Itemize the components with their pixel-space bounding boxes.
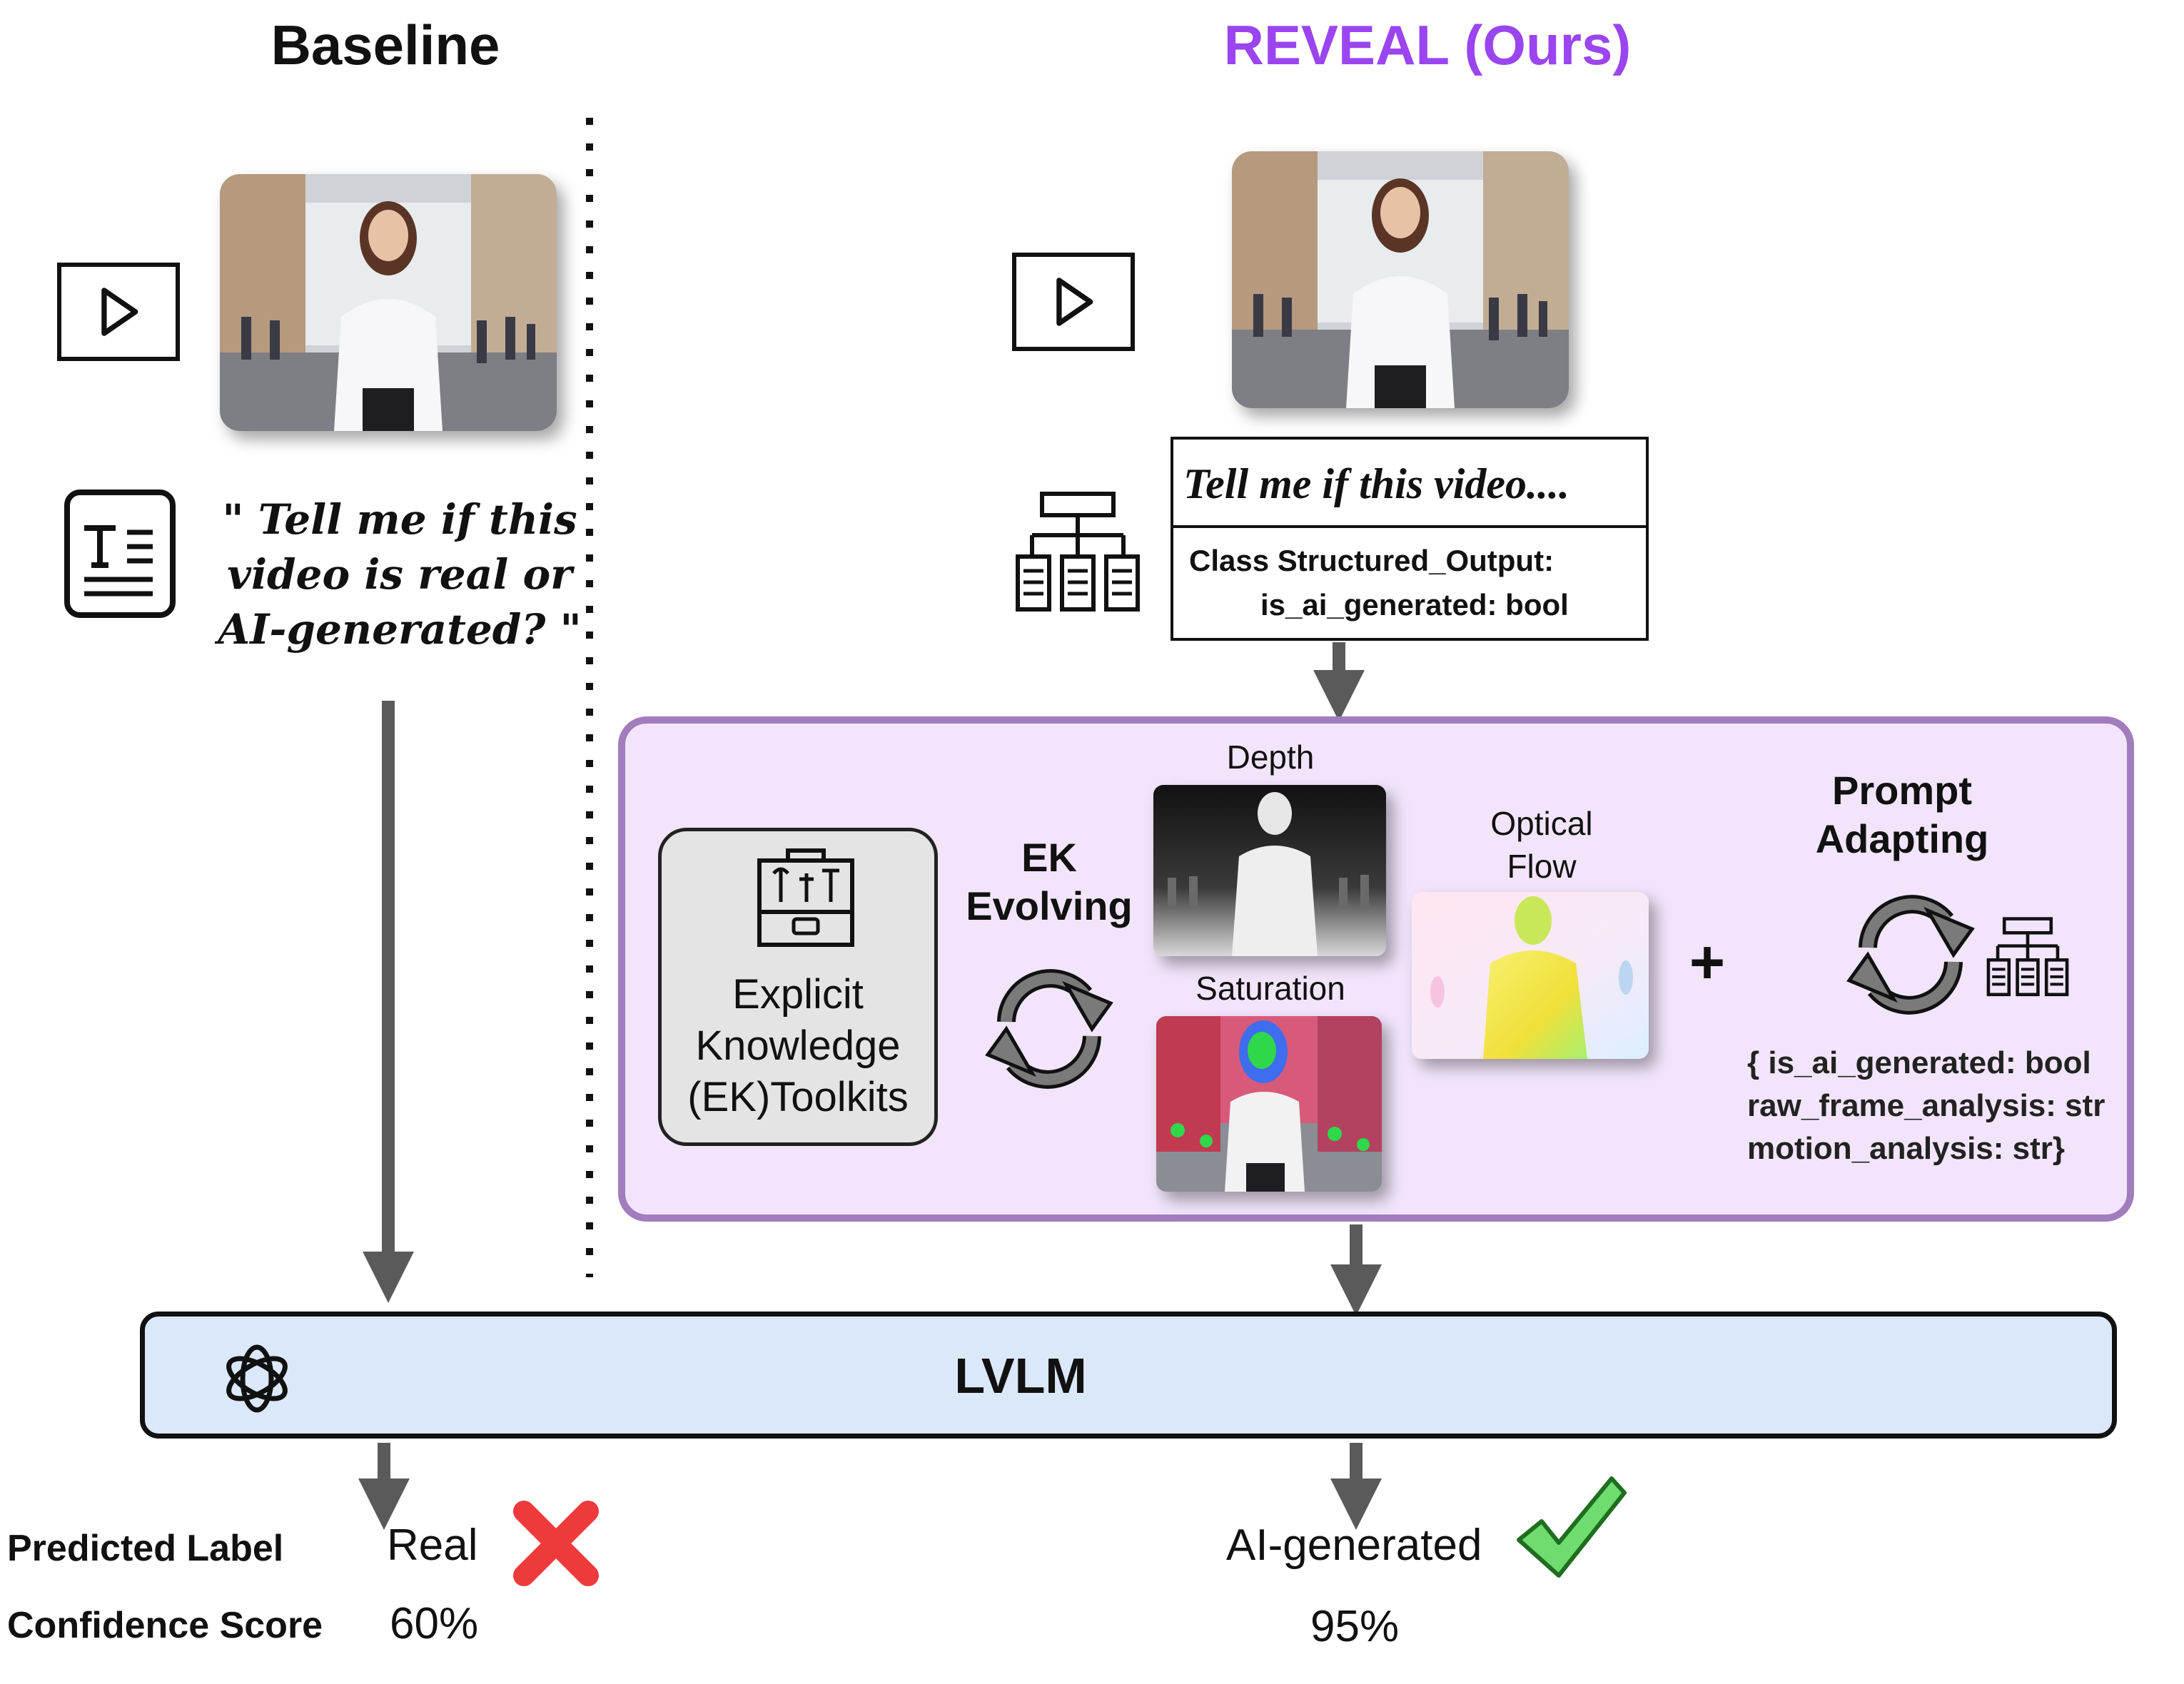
ek-evolving-line: Evolving <box>966 883 1133 928</box>
cross-icon <box>513 1501 599 1586</box>
ek-toolkit-label-line: Knowledge <box>695 1023 901 1069</box>
evolving-cycle-icon <box>985 969 1113 1089</box>
lvlm-label: LVLM <box>954 1348 1087 1404</box>
optical-flow-image <box>1412 892 1649 1059</box>
structured-prompt-title: Tell me if this video.... <box>1173 440 1646 528</box>
optical-flow-label: Optical Flow <box>1442 802 1642 888</box>
saturation-label: Saturation <box>1195 970 1345 1007</box>
structured-prompt-field-line: is_ai_generated: bool <box>1260 588 1569 622</box>
openai-logo-icon <box>226 1344 288 1413</box>
text-document-icon <box>64 490 176 618</box>
depth-label: Depth <box>1226 739 1315 776</box>
checkmark-icon <box>1517 1476 1627 1578</box>
baseline-prompt-text: " Tell me if this video is real or AI-ge… <box>214 492 585 657</box>
toolbox-icon <box>757 848 854 947</box>
adapting-cycle-icon <box>1846 895 1975 1015</box>
ek-evolving-line: EK <box>1021 835 1077 880</box>
ek-toolkit-label: Explicit Knowledge (EK)Toolkits <box>658 969 938 1123</box>
depth-map-image <box>1153 785 1386 956</box>
video-play-icon <box>1012 253 1135 351</box>
ek-toolkit-label-line: (EK)Toolkits <box>687 1074 909 1120</box>
reveal-confidence: 95% <box>1310 1602 1400 1651</box>
baseline-prompt-line: AI-generated? " <box>218 605 582 654</box>
output-schema-text: { is_ai_generated: bool raw_frame_analys… <box>1747 1042 2105 1170</box>
lvlm-bar <box>140 1312 2117 1439</box>
reveal-predicted-label: AI-generated <box>1226 1521 1482 1570</box>
output-schema-line: motion_analysis: str} <box>1747 1131 2066 1166</box>
baseline-title: Baseline <box>271 14 500 76</box>
predicted-label-title: Predicted Label <box>7 1528 284 1569</box>
reveal-title: REVEAL (Ours) <box>1223 14 1632 76</box>
ek-toolkit-label-line: Explicit <box>732 971 864 1018</box>
video-play-icon <box>57 263 180 361</box>
structured-output-icon <box>1986 917 2069 997</box>
baseline-prompt-line: video is real or <box>227 550 572 599</box>
video-thumbnail <box>1232 151 1569 408</box>
optical-flow-line: Optical <box>1490 805 1593 842</box>
ek-evolving-label: EK Evolving <box>956 833 1142 930</box>
plus-sign: + <box>1689 928 1726 997</box>
output-schema-line: { is_ai_generated: bool <box>1747 1045 2091 1080</box>
prompt-adapting-line: Prompt <box>1832 768 1972 813</box>
baseline-prompt-line: " Tell me if this <box>222 495 577 544</box>
baseline-confidence: 60% <box>390 1599 479 1648</box>
structured-prompt-box: Tell me if this video.... Class Structur… <box>1171 437 1649 641</box>
optical-flow-line: Flow <box>1507 848 1577 885</box>
prompt-adapting-label: Prompt Adapting <box>1791 766 2013 863</box>
saturation-map-image <box>1156 1016 1382 1192</box>
confidence-score-title: Confidence Score <box>7 1605 323 1646</box>
video-thumbnail <box>220 174 557 431</box>
output-schema-line: raw_frame_analysis: str <box>1747 1088 2105 1123</box>
baseline-predicted-label: Real <box>387 1521 478 1570</box>
structured-output-icon <box>1016 492 1140 612</box>
structured-prompt-class-line: Class Structured_Output: <box>1189 544 1554 577</box>
prompt-adapting-line: Adapting <box>1815 816 1989 861</box>
